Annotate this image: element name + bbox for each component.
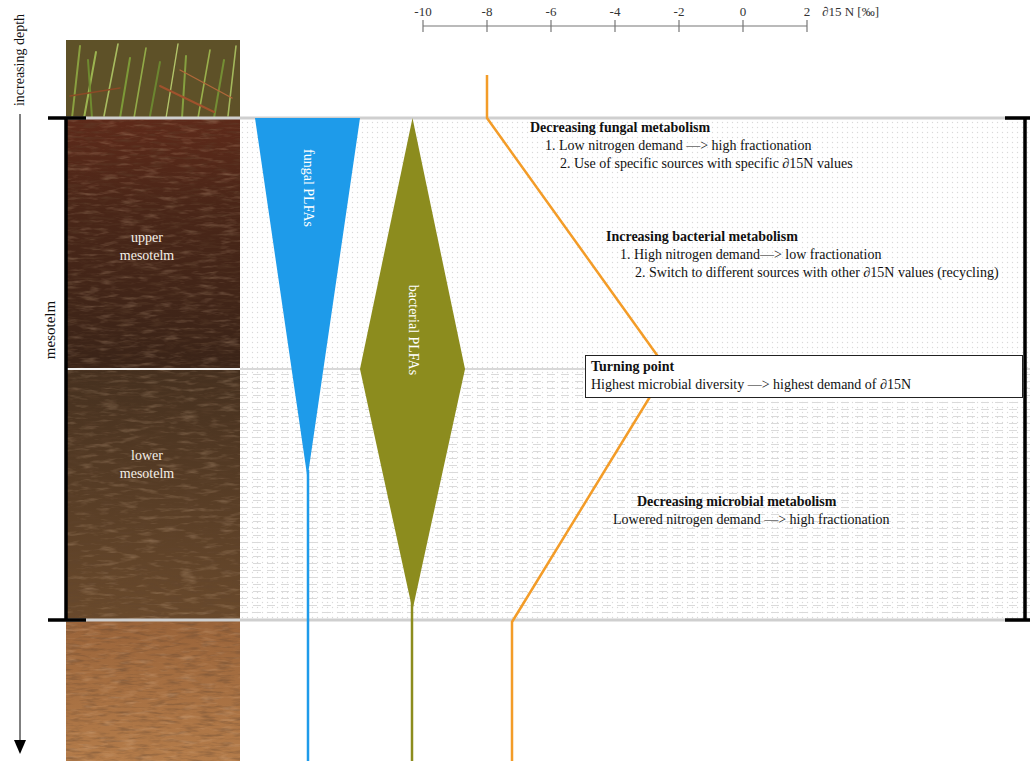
grass-blade xyxy=(104,44,118,116)
box-text: Highest microbial diversity —> highest d… xyxy=(591,376,1016,394)
axis-tick xyxy=(550,20,551,32)
bacterial-diamond-shape xyxy=(360,118,465,610)
bacterial-line xyxy=(411,600,414,761)
axis-tick xyxy=(422,20,423,32)
grass xyxy=(70,44,236,118)
axis-tick xyxy=(742,20,743,32)
axis-tick xyxy=(486,20,487,32)
grass-layer xyxy=(66,40,240,118)
axis xyxy=(423,20,807,32)
axis-tick xyxy=(614,20,615,32)
depth-arrow xyxy=(20,114,21,742)
turning-point-box: Turning pointHighest microbial diversity… xyxy=(585,355,1023,398)
note-heading: Decreasing fungal metabolism xyxy=(530,119,710,137)
grass-blade xyxy=(228,46,236,116)
fungal-triangle-shape xyxy=(255,118,360,478)
soil-texture xyxy=(66,118,240,761)
fungal-label: fungal PLFAs xyxy=(300,149,316,227)
grass-blade xyxy=(182,56,186,118)
note-text: 1. Low nitrogen demand —> high fractiona… xyxy=(545,137,811,155)
d15n-profile xyxy=(487,75,667,761)
axis-tick-label: -6 xyxy=(546,3,557,21)
grass-blade xyxy=(120,58,130,118)
fungal-triangle: fungal PLFAs xyxy=(255,118,360,478)
grass-blade xyxy=(72,46,80,118)
pine-needle xyxy=(160,86,214,112)
note-text: 2. Use of specific sources with specific… xyxy=(560,155,853,173)
axis-tick-label: -8 xyxy=(482,3,493,21)
grass-blade xyxy=(166,44,178,118)
grass-blade xyxy=(134,48,146,118)
boundary-line xyxy=(66,619,1030,622)
note-text: Lowered nitrogen demand —> high fraction… xyxy=(613,511,890,529)
fungal-line xyxy=(307,470,310,761)
depth-label: increasing depth xyxy=(11,14,29,106)
axis-tick-label: -10 xyxy=(414,3,431,21)
pine-needle xyxy=(180,70,232,98)
bacterial-diamond: bacterial PLFAs xyxy=(360,118,465,610)
note-text: 1. High nitrogen demand—> low fractionat… xyxy=(620,246,881,264)
grass-blade xyxy=(84,52,96,118)
boundary-line xyxy=(66,117,1030,120)
zone-label: mesotelm xyxy=(41,301,59,359)
axis-title: ∂15 N [‰] xyxy=(822,3,879,21)
zone-label: upper mesotelm xyxy=(109,229,185,265)
note-text: 2. Switch to different sources with othe… xyxy=(635,264,1020,282)
axis-tick xyxy=(806,20,807,32)
soil-photo xyxy=(66,40,240,761)
axis-tick-label: -4 xyxy=(610,3,621,21)
axis-tick xyxy=(678,20,679,32)
axis-tick-label: -2 xyxy=(674,3,685,21)
note-heading: Decreasing microbial metabolism xyxy=(637,493,836,511)
bacterial-label: bacterial PLFAs xyxy=(405,285,421,375)
grass-blade xyxy=(150,62,160,116)
pine-needle xyxy=(70,88,120,96)
grass-blade xyxy=(88,60,92,118)
note-heading: Increasing bacterial metabolism xyxy=(606,228,798,246)
boundary-line xyxy=(66,368,240,370)
axis-tick-label: 2 xyxy=(804,3,811,21)
axis-tick-label: 0 xyxy=(740,3,747,21)
soil-texture xyxy=(66,118,240,761)
mesotelm-ground xyxy=(240,118,1030,620)
bracket xyxy=(48,118,86,620)
arrowhead xyxy=(14,740,26,754)
zone-label: lower mesotelm xyxy=(109,447,185,483)
box-text: Turning point xyxy=(591,358,1016,376)
lower-mesotelm-ground xyxy=(240,369,1030,620)
